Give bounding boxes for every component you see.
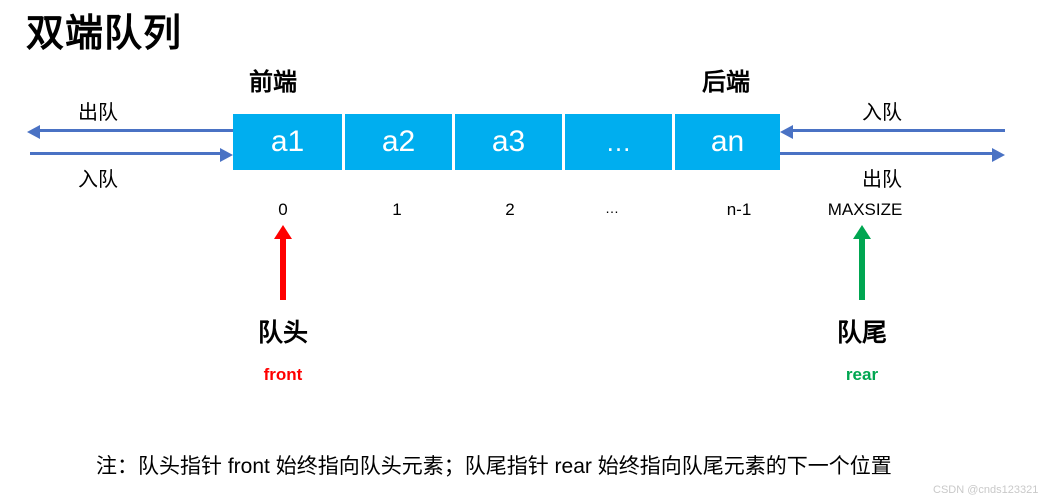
queue-cell: … <box>565 114 675 170</box>
right-enqueue-arrowhead-icon <box>780 125 793 139</box>
front-pointer-label-en: front <box>263 365 303 384</box>
front-end-label: 前端 <box>249 69 297 96</box>
index-label: n-1 <box>726 200 752 219</box>
queue-container: a1 a2 a3 … an <box>233 114 780 170</box>
rear-end-label: 后端 <box>702 69 750 96</box>
watermark: CSDN @cnds123321 <box>933 484 1039 496</box>
left-enqueue-arrow-line <box>30 152 223 155</box>
front-pointer-shaft <box>280 238 286 300</box>
queue-cell: an <box>675 114 780 170</box>
rear-pointer-shaft <box>859 238 865 300</box>
queue-cell: a2 <box>345 114 455 170</box>
front-pointer-arrowhead-icon <box>274 225 292 239</box>
right-enqueue-arrow-line <box>793 129 1005 132</box>
page-title: 双端队列 <box>26 13 183 55</box>
footnote: 注：队头指针 front 始终指向队头元素；队尾指针 rear 始终指向队尾元素… <box>96 455 892 478</box>
rear-pointer-arrowhead-icon <box>853 225 871 239</box>
right-dequeue-arrowhead-icon <box>992 148 1005 162</box>
queue-cell: a1 <box>233 114 345 170</box>
rear-pointer-label-en: rear <box>845 365 879 384</box>
index-label: … <box>605 200 619 216</box>
left-enqueue-arrowhead-icon <box>220 148 233 162</box>
index-label: 1 <box>392 200 402 219</box>
left-dequeue-arrowhead-icon <box>27 125 40 139</box>
right-dequeue-label: 出队 <box>862 169 902 191</box>
index-label: 2 <box>505 200 515 219</box>
right-enqueue-label: 入队 <box>862 102 902 124</box>
rear-pointer-label-cn: 队尾 <box>836 319 887 347</box>
front-pointer-label-cn: 队头 <box>257 319 308 347</box>
left-dequeue-label: 出队 <box>78 102 118 124</box>
queue-cell: a3 <box>455 114 565 170</box>
left-enqueue-label: 入队 <box>78 169 118 191</box>
left-dequeue-arrow-line <box>40 129 233 132</box>
index-label: 0 <box>278 200 288 219</box>
right-dequeue-arrow-line <box>780 152 992 155</box>
maxsize-index-label: MAXSIZE <box>827 200 903 219</box>
